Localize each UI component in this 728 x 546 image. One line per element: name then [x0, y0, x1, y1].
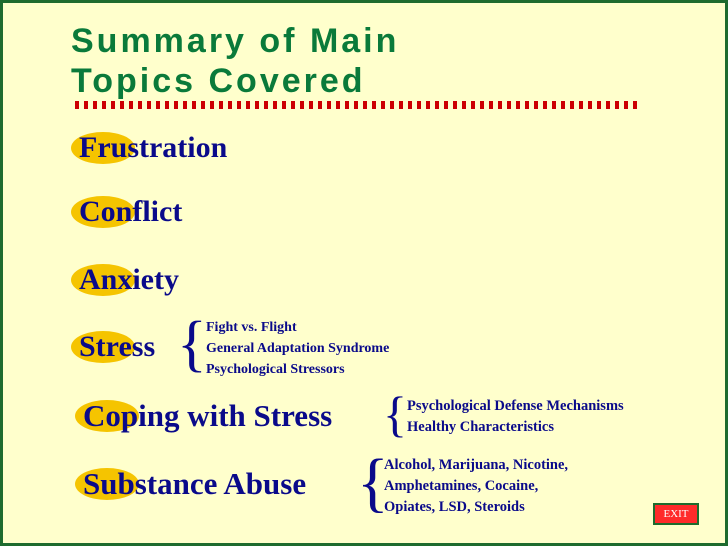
- slide-title: Summary of Main Topics Covered: [71, 21, 491, 101]
- topic-label: Substance Abuse: [83, 466, 307, 501]
- topic-label: Anxiety: [79, 263, 179, 296]
- exit-button[interactable]: EXIT: [653, 503, 699, 525]
- highlight-oval: [71, 331, 135, 363]
- subtopic-item: Psychological Defense Mechanisms: [407, 398, 624, 414]
- subtopic-item: General Adaptation Syndrome: [206, 341, 390, 356]
- highlight-oval: [71, 196, 135, 228]
- topic-anxiety[interactable]: Anxiety: [71, 263, 179, 297]
- topic-label: Frustration: [79, 131, 228, 164]
- topic-conflict[interactable]: Conflict: [71, 195, 183, 229]
- subtopic-item: Opiates, LSD, Steroids: [384, 499, 525, 515]
- subtopic-item: Alcohol, Marijuana, Nicotine,: [384, 457, 569, 473]
- subtopic-item: Fight vs. Flight: [206, 320, 297, 335]
- stress-subtopics: Fight vs. Flight General Adaptation Synd…: [206, 317, 389, 380]
- topic-label: Conflict: [79, 195, 183, 228]
- subtopic-item: Amphetamines, Cocaine,: [384, 478, 539, 494]
- topic-label: Stress: [79, 330, 156, 363]
- topic-coping-with-stress[interactable]: Coping with Stress: [75, 398, 333, 434]
- title-line-1: Summary of Main: [71, 22, 400, 60]
- highlight-oval: [71, 132, 135, 164]
- dotted-separator: [75, 101, 641, 109]
- highlight-oval: [75, 400, 139, 432]
- brace-substance: {: [357, 446, 389, 519]
- highlight-oval: [75, 468, 139, 500]
- topic-stress[interactable]: Stress: [71, 330, 156, 364]
- topic-substance-abuse[interactable]: Substance Abuse: [75, 466, 307, 502]
- brace-coping: {: [383, 386, 407, 442]
- title-line-2: Topics Covered: [71, 62, 366, 100]
- subtopic-item: Healthy Characteristics: [407, 419, 554, 435]
- coping-subtopics: Psychological Defense Mechanisms Healthy…: [407, 396, 624, 438]
- brace-stress: {: [177, 310, 207, 378]
- topic-label: Coping with Stress: [83, 398, 333, 433]
- subtopic-item: Psychological Stressors: [206, 362, 345, 377]
- substance-subtopics: Alcohol, Marijuana, Nicotine, Amphetamin…: [384, 455, 568, 518]
- highlight-oval: [71, 264, 135, 296]
- topic-frustration[interactable]: Frustration: [71, 131, 228, 165]
